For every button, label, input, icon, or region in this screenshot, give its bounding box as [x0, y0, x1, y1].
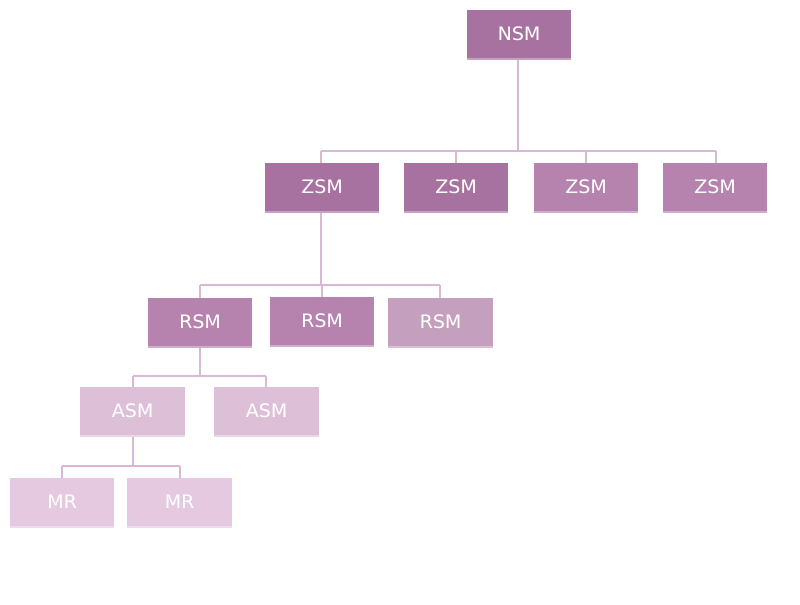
node-nsm: NSM	[467, 10, 571, 60]
node-label: RSM	[419, 311, 462, 333]
node-label: RSM	[179, 311, 221, 333]
node-zsm: ZSM	[404, 163, 508, 213]
node-label: ZSM	[435, 176, 477, 198]
node-rsm: RSM	[148, 298, 252, 348]
node-zsm: ZSM	[663, 163, 767, 213]
node-label: ASM	[111, 400, 154, 422]
node-rsm: RSM	[388, 298, 493, 348]
node-asm: ASM	[214, 387, 319, 437]
node-label: ASM	[245, 400, 288, 422]
node-rsm: RSM	[270, 297, 374, 347]
node-mr: MR	[10, 478, 114, 528]
node-zsm: ZSM	[534, 163, 638, 213]
node-label: ZSM	[301, 176, 343, 198]
node-label: ZSM	[694, 176, 736, 198]
node-label: MR	[47, 491, 77, 513]
node-zsm: ZSM	[265, 163, 379, 213]
node-label: RSM	[301, 310, 343, 332]
node-asm: ASM	[80, 387, 185, 437]
node-label: ZSM	[565, 176, 607, 198]
node-label: MR	[164, 491, 195, 513]
node-label: NSM	[497, 23, 541, 45]
node-mr: MR	[127, 478, 232, 528]
